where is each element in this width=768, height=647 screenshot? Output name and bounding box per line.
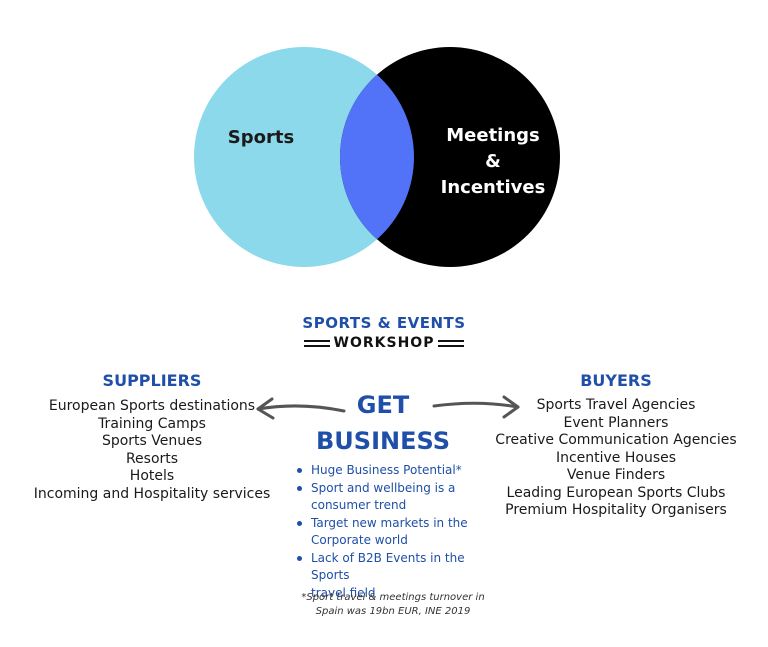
label-line-meetings: Meetings (446, 125, 540, 146)
suppliers-list: European Sports destinations Training Ca… (22, 398, 282, 503)
buyers-heading: BUYERS (580, 371, 652, 390)
bullet-text: Lack of B2B Events in the Sports (311, 550, 465, 583)
business-line: BUSINESS (316, 427, 450, 455)
bullet-text: consumer trend (311, 498, 407, 512)
footnote: *Sport travel & meetings turnover in Spa… (283, 591, 503, 619)
list-item: Leading European Sports Clubs (506, 484, 726, 501)
bullet-text: travel field (311, 585, 376, 600)
bullet-dot-icon (297, 485, 302, 491)
list-item: Sports Venues (101, 433, 203, 449)
list-item: Target new markets in the Corporate worl… (295, 515, 505, 550)
workshop-word: WORKSHOP (333, 335, 435, 351)
list-item: Sports Travel Agencies (536, 397, 696, 413)
list-item: Sport and wellbeing is a consumer trend (295, 480, 505, 515)
list-item: Incoming and Hospitality services (33, 485, 271, 502)
get-line: GET (356, 391, 410, 419)
list-item: Lack of B2B Events in the Sports travel … (295, 550, 505, 603)
footnote-line: Spain was 19bn EUR, INE 2019 (315, 606, 471, 617)
buyers-list: Sports Travel Agencies Event Planners Cr… (486, 397, 746, 520)
bullet-text: Target new markets in the (311, 515, 468, 530)
list-item: Huge Business Potential* (295, 462, 505, 480)
label-line-ampersand: & (485, 151, 501, 172)
bullet-dot-icon (297, 555, 302, 561)
benefits-list: Huge Business Potential* Sport and wellb… (295, 462, 505, 602)
list-item: Premium Hospitality Organisers (505, 502, 727, 518)
venn-diagram (194, 47, 560, 267)
suppliers-heading: SUPPLIERS (102, 371, 202, 390)
list-item: Resorts (125, 450, 179, 467)
bullet-text: Corporate world (311, 533, 408, 547)
right-double-rule (438, 339, 465, 347)
brand-title: SPORTS & EVENTS (302, 314, 466, 332)
footnote-line: *Sport travel & meetings turnover in (301, 592, 485, 603)
list-item: European Sports destinations (48, 398, 256, 414)
list-item: Training Camps (98, 415, 206, 432)
list-item: Hotels (129, 468, 175, 484)
bullet-dot-icon (297, 468, 302, 473)
bullet-text: Sport and wellbeing is a (311, 480, 456, 495)
meetings-incentives-label: Meetings & Incentives (430, 123, 556, 201)
left-double-rule (303, 339, 330, 347)
sports-label: Sports (227, 127, 295, 148)
list-item: Creative Communication Agencies (495, 432, 737, 448)
brand-subtitle: WORKSHOP (0, 335, 768, 351)
bullet-dot-icon (297, 520, 302, 526)
bullet-text: Huge Business Potential* (311, 463, 462, 477)
label-line-incentives: Incentives (440, 177, 546, 198)
list-item: Event Planners (563, 414, 669, 431)
list-item: Incentive Houses (555, 449, 677, 466)
overlap-region (340, 47, 414, 267)
list-item: Venue Finders (566, 467, 666, 483)
